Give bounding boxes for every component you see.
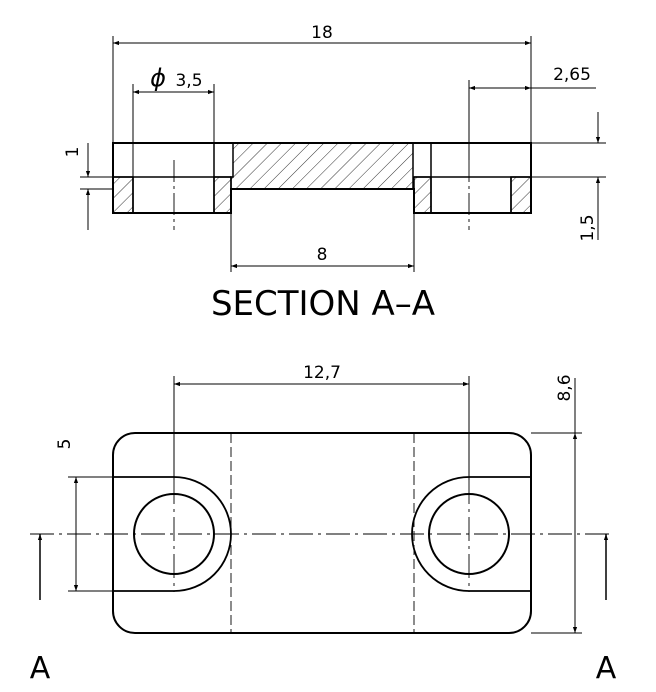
hatched-left-outer <box>112 176 134 214</box>
plan-view <box>30 432 612 634</box>
dim-base-thickness: 1,5 <box>578 214 598 241</box>
dim-recess-width: 8 <box>317 245 328 265</box>
hatched-right-inner <box>413 176 432 214</box>
section-dimension-labels: 18 ϕ 3,5 2,65 1 1,5 8 SECTION A–A <box>63 23 598 324</box>
section-marker-left: A <box>30 651 51 686</box>
dim-overall-width: 18 <box>311 23 333 43</box>
dim-slot-width: 5 <box>55 439 75 450</box>
plate-outline <box>112 432 532 634</box>
section-marker-right: A <box>596 651 617 686</box>
plan-dimension-labels: 12,7 5 8,6 A A <box>30 363 617 686</box>
section-dimensions <box>80 36 606 272</box>
dim-counterbore-depth: 1 <box>63 147 83 158</box>
dim-edge-offset: 2,65 <box>553 65 591 85</box>
section-title: SECTION A–A <box>211 284 435 324</box>
dim-hole-spacing: 12,7 <box>303 363 341 383</box>
hatched-right-outer <box>510 176 532 214</box>
hatched-left-inner <box>213 176 232 214</box>
section-view <box>112 142 532 230</box>
hatched-center <box>230 142 414 190</box>
dim-overall-height: 8,6 <box>555 374 575 401</box>
dim-hole-diameter: 3,5 <box>175 71 202 91</box>
dim-diameter-symbol: ϕ <box>150 64 166 92</box>
plan-dimensions <box>37 376 609 634</box>
